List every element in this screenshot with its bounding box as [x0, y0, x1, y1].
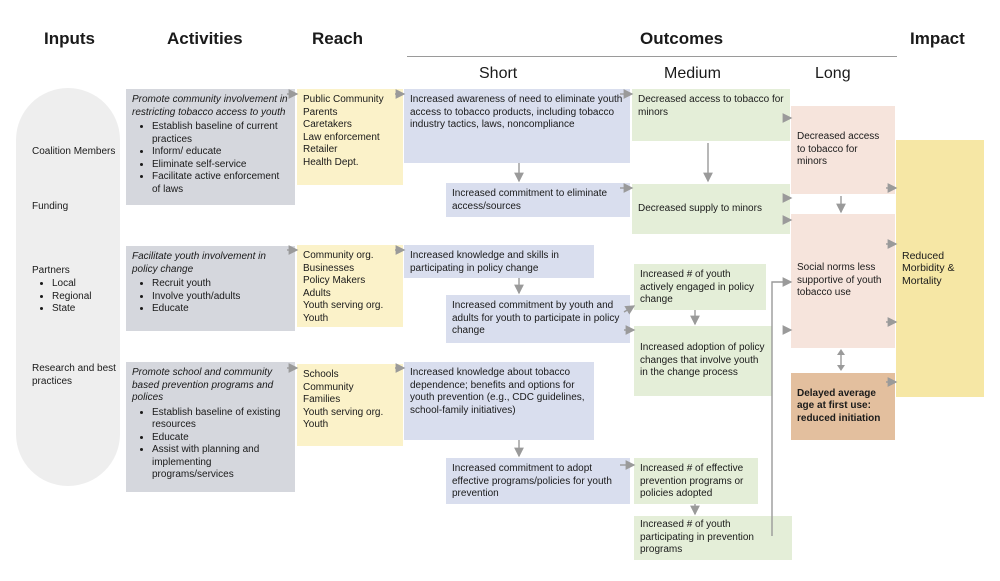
activity-title: Promote school and community based preve… [132, 367, 274, 403]
arrow [771, 277, 793, 536]
short-outcome-commitment-programs: Increased commitment to adopt effective … [446, 458, 630, 504]
medium-outcome-youth-participating: Increased # of youth participating in pr… [634, 516, 792, 560]
activity-item: Recruit youth [152, 278, 289, 291]
activity-box-3: Promote school and community based preve… [126, 362, 295, 492]
reach-item: Community org. [303, 250, 374, 261]
medium-outcome-decreased-access: Decreased access to tobacco for minors [632, 89, 790, 141]
short-outcome-awareness: Increased awareness of need to eliminate… [404, 89, 630, 163]
input-partners: Partners [32, 265, 70, 276]
activity-item: Facilitate active enforcement of laws [152, 171, 289, 196]
reach-box-1: Public Community Parents Caretakers Law … [297, 89, 403, 185]
inputs-panel [16, 88, 120, 486]
arrow-head [837, 349, 845, 355]
reach-item: Retailer [303, 144, 338, 155]
header-reach: Reach [312, 29, 364, 48]
header-inputs: Inputs [44, 29, 95, 48]
reach-item: Youth [303, 419, 329, 430]
reach-box-2: Community org. Businesses Policy Makers … [297, 245, 403, 327]
input-research: Research and best practices [32, 363, 116, 387]
input-coalition-members: Coalition Members [32, 146, 116, 157]
header-impact: Impact [910, 29, 965, 48]
header-outcomes: Outcomes [640, 29, 724, 48]
medium-outcome-effective-programs: Increased # of effective prevention prog… [634, 458, 758, 504]
activity-item: Eliminate self-service [152, 159, 289, 172]
reach-item: Health Dept. [303, 156, 359, 168]
arrow [623, 305, 636, 315]
arrow-head [837, 365, 845, 371]
reach-item: Youth serving org. [303, 300, 384, 311]
reach-item: Community [303, 381, 354, 393]
subheader-medium: Medium [664, 65, 721, 82]
long-outcome-social-norms: Social norms less supportive of youth to… [791, 214, 895, 348]
reach-item: Caretakers [303, 119, 352, 130]
reach-item: Parents [303, 106, 338, 118]
subheader-short: Short [479, 65, 518, 82]
short-outcome-knowledge-tobacco: Increased knowledge about tobacco depend… [404, 362, 594, 440]
input-partner-list: Local Regional State [32, 278, 91, 316]
activity-item: Assist with planning and implementing pr… [152, 444, 289, 482]
long-outcome-decreased-access: Decreased access to tobacco for minors [791, 106, 895, 194]
activity-item: Educate [152, 303, 289, 316]
reach-box-3: Schools Community Families Youth serving… [297, 364, 403, 446]
short-outcome-knowledge-policy: Increased knowledge and skills in partic… [404, 245, 594, 278]
activity-item: Establish baseline of existing resources [152, 407, 289, 432]
short-outcome-commitment-access: Increased commitment to eliminate access… [446, 183, 630, 217]
impact-box: Reduced Morbidity & Mortality [896, 140, 984, 397]
outcomes-divider [407, 56, 897, 57]
activity-item: Educate [152, 432, 289, 445]
reach-item: Youth serving org. [303, 406, 384, 418]
long-outcome-delayed-use: Delayed average age at first use: reduce… [791, 373, 895, 440]
reach-item: Families [303, 394, 341, 405]
reach-item: Adults [303, 287, 331, 299]
reach-item: Businesses [303, 262, 355, 274]
medium-outcome-policy-adoption: Increased adoption of policy changes tha… [634, 326, 772, 396]
activity-item: Inform/ educate [152, 146, 289, 159]
activity-box-1: Promote community involvement in restric… [126, 89, 295, 205]
activity-item: Establish baseline of current practices [152, 121, 289, 146]
short-outcome-commitment-youth: Increased commitment by youth and adults… [446, 295, 630, 343]
reach-item: Law enforcement [303, 131, 380, 143]
partner-item: State [52, 303, 91, 316]
reach-item: Youth [303, 312, 329, 324]
medium-outcome-youth-engaged: Increased # of youth actively engaged in… [634, 264, 766, 310]
activity-item: Involve youth/adults [152, 291, 289, 304]
reach-item: Policy Makers [303, 275, 366, 286]
partner-item: Local [52, 278, 91, 291]
partner-item: Regional [52, 291, 91, 304]
input-funding: Funding [32, 201, 69, 212]
activity-title: Promote community involvement in restric… [132, 94, 288, 118]
reach-item: Public Community [303, 94, 384, 105]
activity-box-2: Facilitate youth involvement in policy c… [126, 246, 295, 331]
medium-outcome-decreased-supply: Decreased supply to minors [632, 184, 790, 234]
reach-item: Schools [303, 369, 339, 380]
header-activities: Activities [167, 29, 243, 48]
activity-title: Facilitate youth involvement in policy c… [132, 251, 266, 275]
subheader-long: Long [815, 65, 851, 82]
